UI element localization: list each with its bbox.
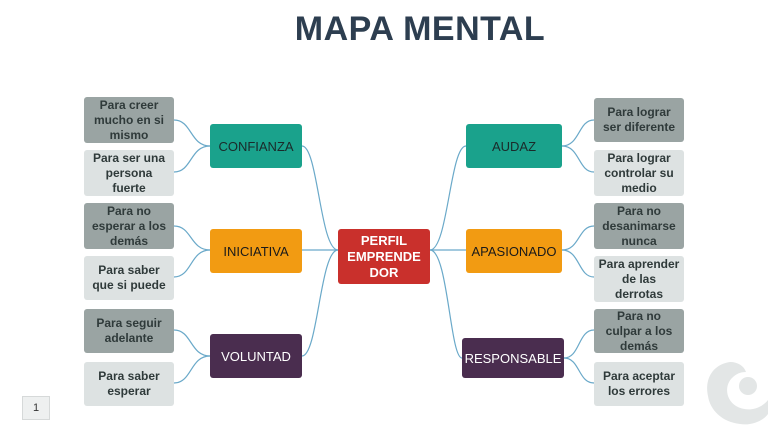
- leaf-responsable-2: Para aceptar los errores: [594, 362, 684, 406]
- leaf-audaz-1: Para lograr ser diferente: [594, 98, 684, 142]
- connector-responsable-leaf2: [563, 357, 595, 384]
- category-audaz: AUDAZ: [466, 124, 562, 168]
- connector-voluntad-leaf2: [173, 355, 211, 384]
- connector-audaz-leaf1: [561, 119, 595, 147]
- connector-confianza-leaf1: [173, 119, 211, 147]
- connector-iniciativa-leaf2: [173, 249, 211, 278]
- connector-center-audaz: [429, 145, 467, 251]
- leaf-confianza-1: Para creer mucho en si mismo: [84, 97, 174, 143]
- leaf-apasionado-1: Para no desanimarse nunca: [594, 203, 684, 249]
- connector-confianza-leaf2: [173, 145, 211, 173]
- connector-apasionado-leaf1: [561, 225, 595, 251]
- connector-center-voluntad: [301, 249, 339, 357]
- leaf-apasionado-2: Para aprender de las derrotas: [594, 256, 684, 302]
- logo-watermark-icon: [707, 362, 768, 425]
- connector-iniciativa-leaf1: [173, 225, 211, 251]
- connector-apasionado-leaf2: [561, 249, 595, 278]
- slide-title: MAPA MENTAL: [294, 10, 546, 48]
- category-confianza: CONFIANZA: [210, 124, 302, 168]
- leaf-iniciativa-2: Para saber que si puede: [84, 256, 174, 300]
- category-responsable: RESPONSABLE: [462, 338, 564, 378]
- connector-responsable-leaf1: [563, 329, 595, 359]
- connector-voluntad-leaf1: [173, 329, 211, 357]
- leaf-audaz-2: Para lograr controlar su medio: [594, 150, 684, 196]
- category-iniciativa: INICIATIVA: [210, 229, 302, 273]
- connector-audaz-leaf2: [561, 145, 595, 173]
- leaf-voluntad-1: Para seguir adelante: [84, 309, 174, 353]
- leaf-confianza-2: Para ser una persona fuerte: [84, 150, 174, 196]
- connector-center-responsable: [429, 249, 463, 359]
- connector-center-confianza: [301, 145, 339, 251]
- slide-number: 1: [22, 396, 50, 420]
- category-apasionado: APASIONADO: [466, 229, 562, 273]
- center-node: PERFIL EMPRENDE DOR: [338, 229, 430, 284]
- category-voluntad: VOLUNTAD: [210, 334, 302, 378]
- leaf-responsable-1: Para no culpar a los demás: [594, 309, 684, 353]
- leaf-iniciativa-1: Para no esperar a los demás: [84, 203, 174, 249]
- leaf-voluntad-2: Para saber esperar: [84, 362, 174, 406]
